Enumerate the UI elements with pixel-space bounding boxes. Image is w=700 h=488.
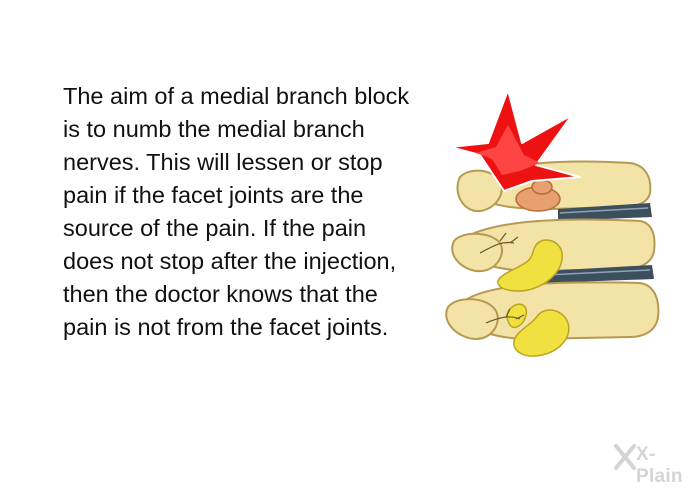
medial-branch-nerve (479, 232, 519, 254)
spine-illustration (445, 89, 660, 357)
xplain-logo: X-Plain (614, 442, 696, 487)
middle-vertebra (466, 218, 656, 273)
middle-posterior-element (451, 232, 503, 273)
upper-posterior-element (456, 169, 503, 213)
logo-icon (614, 444, 636, 470)
upper-disc (558, 203, 652, 221)
facet-joint-middle (497, 239, 563, 292)
body-paragraph: The aim of a medial branch block is to n… (63, 83, 410, 340)
lower-disc (544, 265, 654, 283)
facet-joint-lower (513, 309, 570, 357)
lower-posterior-element (445, 298, 499, 341)
logo-text: X-Plain (636, 444, 683, 487)
